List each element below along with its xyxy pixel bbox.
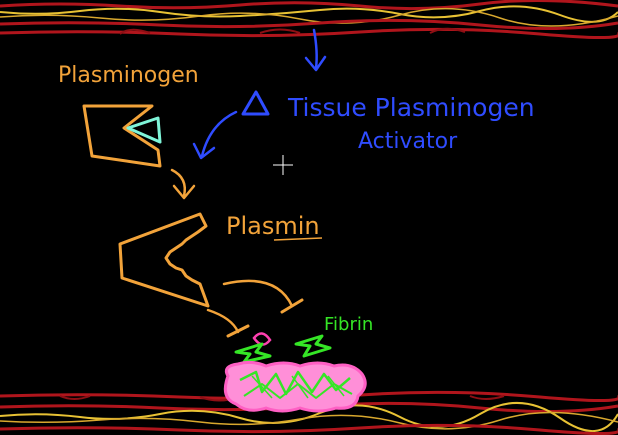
tpa-label-line1: Tissue Plasminogen	[287, 93, 535, 122]
fibrin-label: Fibrin	[324, 314, 373, 335]
arrow-top-down	[304, 28, 327, 72]
plasmin-binding-mark	[252, 332, 272, 346]
triangle-icon	[126, 116, 162, 144]
vessel-wall-top	[0, 0, 618, 40]
inhibition-line-left	[206, 308, 250, 338]
crosshair-icon	[273, 155, 293, 175]
plasmin-label: Plasmin	[226, 212, 320, 240]
inhibition-line-right	[222, 279, 304, 314]
fibrin-clot	[223, 360, 367, 413]
plasmin-shape	[118, 212, 210, 308]
arrow-plasminogen-to-plasmin	[170, 168, 196, 200]
arrow-tpa-to-plasminogen	[192, 110, 238, 160]
tpa-label-line2: Activator	[358, 129, 458, 154]
plasminogen-label: Plasminogen	[58, 63, 199, 88]
fibrin-fragment	[294, 334, 332, 358]
plasmin-underline	[273, 237, 323, 241]
triangle-icon	[241, 90, 270, 116]
plasminogen-shape	[82, 104, 162, 168]
fibrin-fragment	[234, 342, 272, 364]
